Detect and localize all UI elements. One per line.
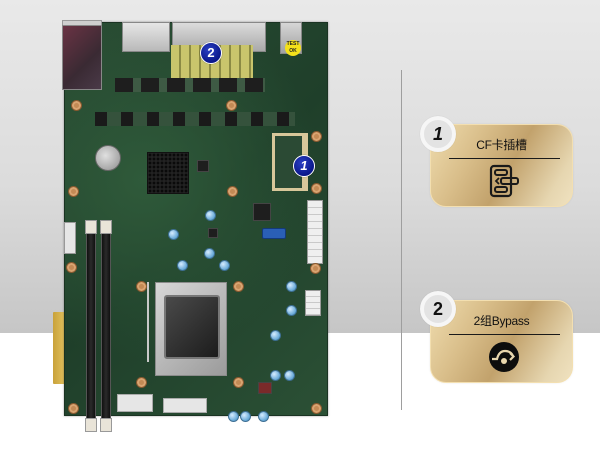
feature-number-badge-1: 1 [420, 116, 456, 152]
capacitor [286, 281, 297, 292]
pcie-edge-connector [53, 312, 65, 384]
board-label-sticker [163, 398, 207, 413]
capacitor [219, 260, 230, 271]
capacitor [177, 260, 188, 271]
cpu-power-connector [305, 290, 321, 316]
capacitor [228, 411, 239, 422]
mounting-hole [68, 403, 79, 414]
dimm-slot-2 [101, 228, 111, 425]
cf-card-slot-icon [489, 164, 519, 198]
mounting-hole [68, 186, 79, 197]
mounting-hole [233, 281, 244, 292]
capacitor [168, 229, 179, 240]
dip-switch [258, 382, 272, 394]
mounting-hole [227, 186, 238, 197]
mosfet-row [95, 112, 295, 126]
vertical-divider [401, 70, 402, 410]
board-marker-1: 1 [293, 155, 315, 177]
mounting-hole [311, 403, 322, 414]
capacitor [258, 411, 269, 422]
dimm-clip [85, 418, 97, 432]
feature-title: CF卡插槽 [476, 138, 527, 152]
bypass-icon [489, 342, 519, 372]
mounting-hole [136, 377, 147, 388]
capacitor [284, 370, 295, 381]
chipset-heatsink [147, 152, 189, 194]
cpu-socket-cover [164, 295, 220, 359]
cmos-battery [95, 145, 121, 171]
mounting-hole [310, 263, 321, 274]
capacitor [205, 210, 216, 221]
card-divider-line [449, 334, 560, 335]
capacitor [240, 411, 251, 422]
capacitor [286, 305, 297, 316]
board-label-sticker [117, 394, 153, 412]
dimm-clip [85, 220, 97, 234]
mounting-hole [226, 100, 237, 111]
power-header [64, 222, 76, 254]
mounting-hole [311, 183, 322, 194]
cpu-socket-lever [147, 282, 149, 362]
dimm-clip [100, 220, 112, 234]
sata-port [262, 228, 286, 239]
mounting-hole [311, 131, 322, 142]
feature-title: 2组Bypass [473, 314, 530, 328]
capacitor [204, 248, 215, 259]
feature-number-badge-2: 2 [420, 291, 456, 327]
card-divider-line [449, 158, 560, 159]
mounting-hole [233, 377, 244, 388]
mounting-hole [71, 100, 82, 111]
atx-power-connector [307, 200, 323, 264]
dimm-slot-1 [86, 228, 96, 425]
rj45-dual-port [122, 22, 170, 52]
capacitor [270, 370, 281, 381]
ic-chip [197, 160, 209, 172]
board-marker-2: 2 [200, 42, 222, 64]
mounting-hole [66, 262, 77, 273]
dimm-clip [100, 418, 112, 432]
super-io-chip [253, 203, 271, 221]
sfp-cage [62, 25, 102, 90]
lan-chip-row [115, 78, 265, 92]
mounting-hole [136, 281, 147, 292]
ic-chip [208, 228, 218, 238]
capacitor [270, 330, 281, 341]
test-ok-sticker: TEST OK [285, 40, 301, 56]
